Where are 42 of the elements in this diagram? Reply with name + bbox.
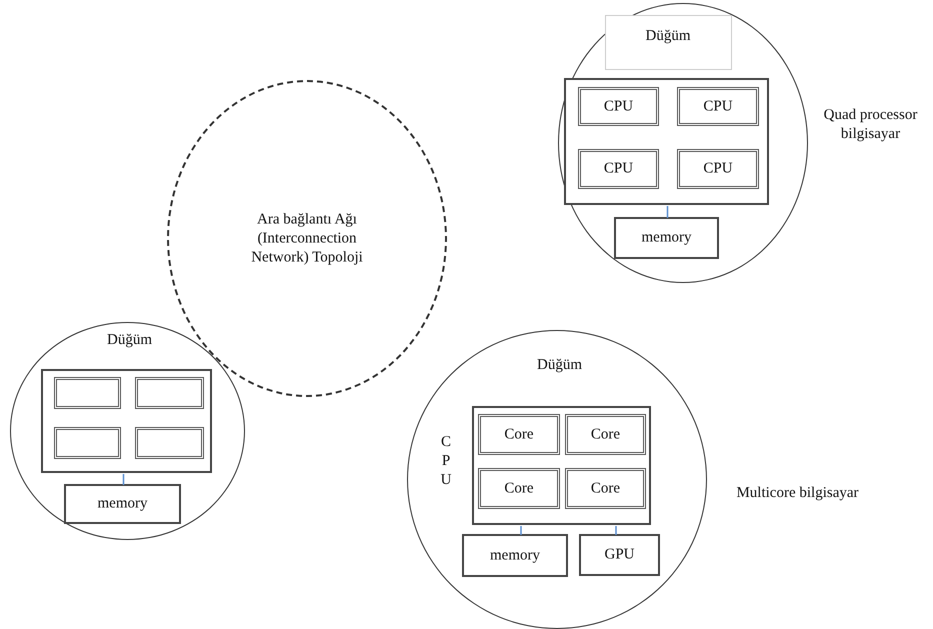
box-label: memory	[640, 228, 692, 248]
box-label: Core	[503, 479, 535, 498]
cpu-label: CPU	[437, 432, 455, 492]
connector-line	[122, 474, 124, 485]
cpu-box	[578, 149, 659, 189]
box-label: CPU	[702, 97, 734, 116]
connector-line	[666, 206, 668, 218]
processor-box	[54, 377, 121, 409]
processor-board	[564, 78, 769, 205]
caption-text: Quad processor bilgisayar	[822, 106, 918, 144]
memory-box	[614, 217, 719, 259]
core-box	[478, 414, 560, 455]
core-box	[565, 414, 646, 455]
core-box	[565, 468, 646, 509]
processor-box	[135, 427, 204, 459]
network-label: Ara bağlantı Ağı (Interconnection Network) Topoloji	[250, 210, 364, 267]
box-label: Core	[503, 425, 535, 444]
box-label: GPU	[603, 546, 636, 564]
connector-line	[615, 526, 617, 535]
box-label: CPU	[702, 160, 734, 178]
processor-box	[54, 427, 121, 459]
cpu-box	[677, 87, 759, 126]
box-label: memory	[96, 494, 148, 514]
cpu-box	[677, 149, 759, 189]
memory-box	[64, 484, 181, 524]
node-title-box: Düğüm	[604, 14, 732, 70]
box-label: CPU	[602, 97, 634, 116]
node-title: Düğüm	[106, 330, 153, 350]
node-title: Düğüm	[536, 356, 583, 374]
node-circle	[10, 322, 245, 540]
memory-box	[462, 534, 568, 577]
gpu-box	[579, 534, 660, 576]
box-label: Core	[590, 425, 622, 444]
caption-text: Multicore bilgisayar	[735, 484, 860, 502]
processor-board	[41, 369, 212, 473]
processor-box	[135, 377, 204, 409]
core-box	[478, 468, 560, 509]
box-label: Core	[590, 479, 622, 498]
box-label: memory	[489, 546, 541, 565]
box-label: CPU	[602, 160, 634, 178]
connector-line	[520, 526, 522, 535]
cpu-box	[578, 87, 659, 126]
